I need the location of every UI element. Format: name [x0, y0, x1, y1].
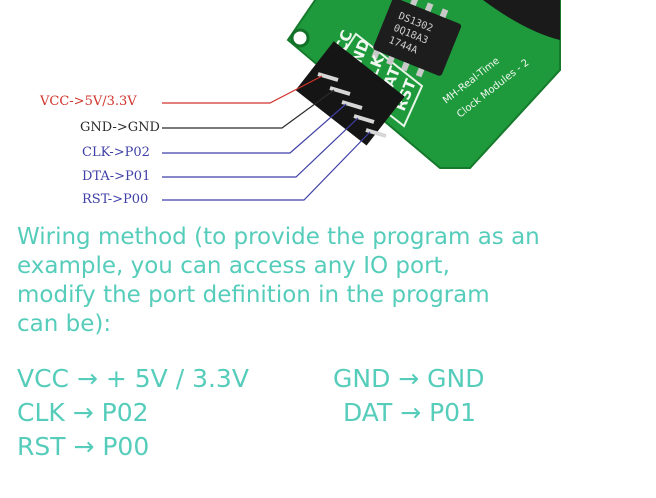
- pin-map-gnd: GND->GND: [80, 120, 160, 135]
- wiring-rst: RST → P00: [17, 432, 150, 461]
- mounting-hole: [290, 28, 310, 48]
- battery-holder: [483, 0, 560, 40]
- pin-map-dta: DTA->P01: [82, 169, 151, 184]
- pin-map-vcc: VCC->5V/3.3V: [40, 94, 137, 109]
- wiring-gnd: GND → GND: [333, 364, 485, 393]
- header-pins: [295, 41, 405, 146]
- circuit-board: [286, 0, 561, 169]
- description-line: Wiring method (to provide the program as…: [17, 224, 540, 250]
- description-line: modify the port definition in the progra…: [17, 282, 490, 308]
- wiring-dat: DAT → P01: [343, 398, 476, 427]
- wiring-vcc: VCC → + 5V / 3.3V: [17, 364, 249, 393]
- wiring-clk: CLK → P02: [17, 398, 149, 427]
- ds1302-chip: DS1302 0Q18A3 1744A: [371, 0, 462, 78]
- description-line: can be):: [17, 311, 112, 337]
- description-line: example, you can access any IO port,: [17, 253, 450, 279]
- wiring-description: Wiring method (to provide the program as…: [17, 223, 540, 339]
- pin-map-rst: RST->P00: [82, 192, 149, 207]
- pin-map-clk: CLK->P02: [82, 145, 150, 160]
- pin-wires: [162, 75, 371, 201]
